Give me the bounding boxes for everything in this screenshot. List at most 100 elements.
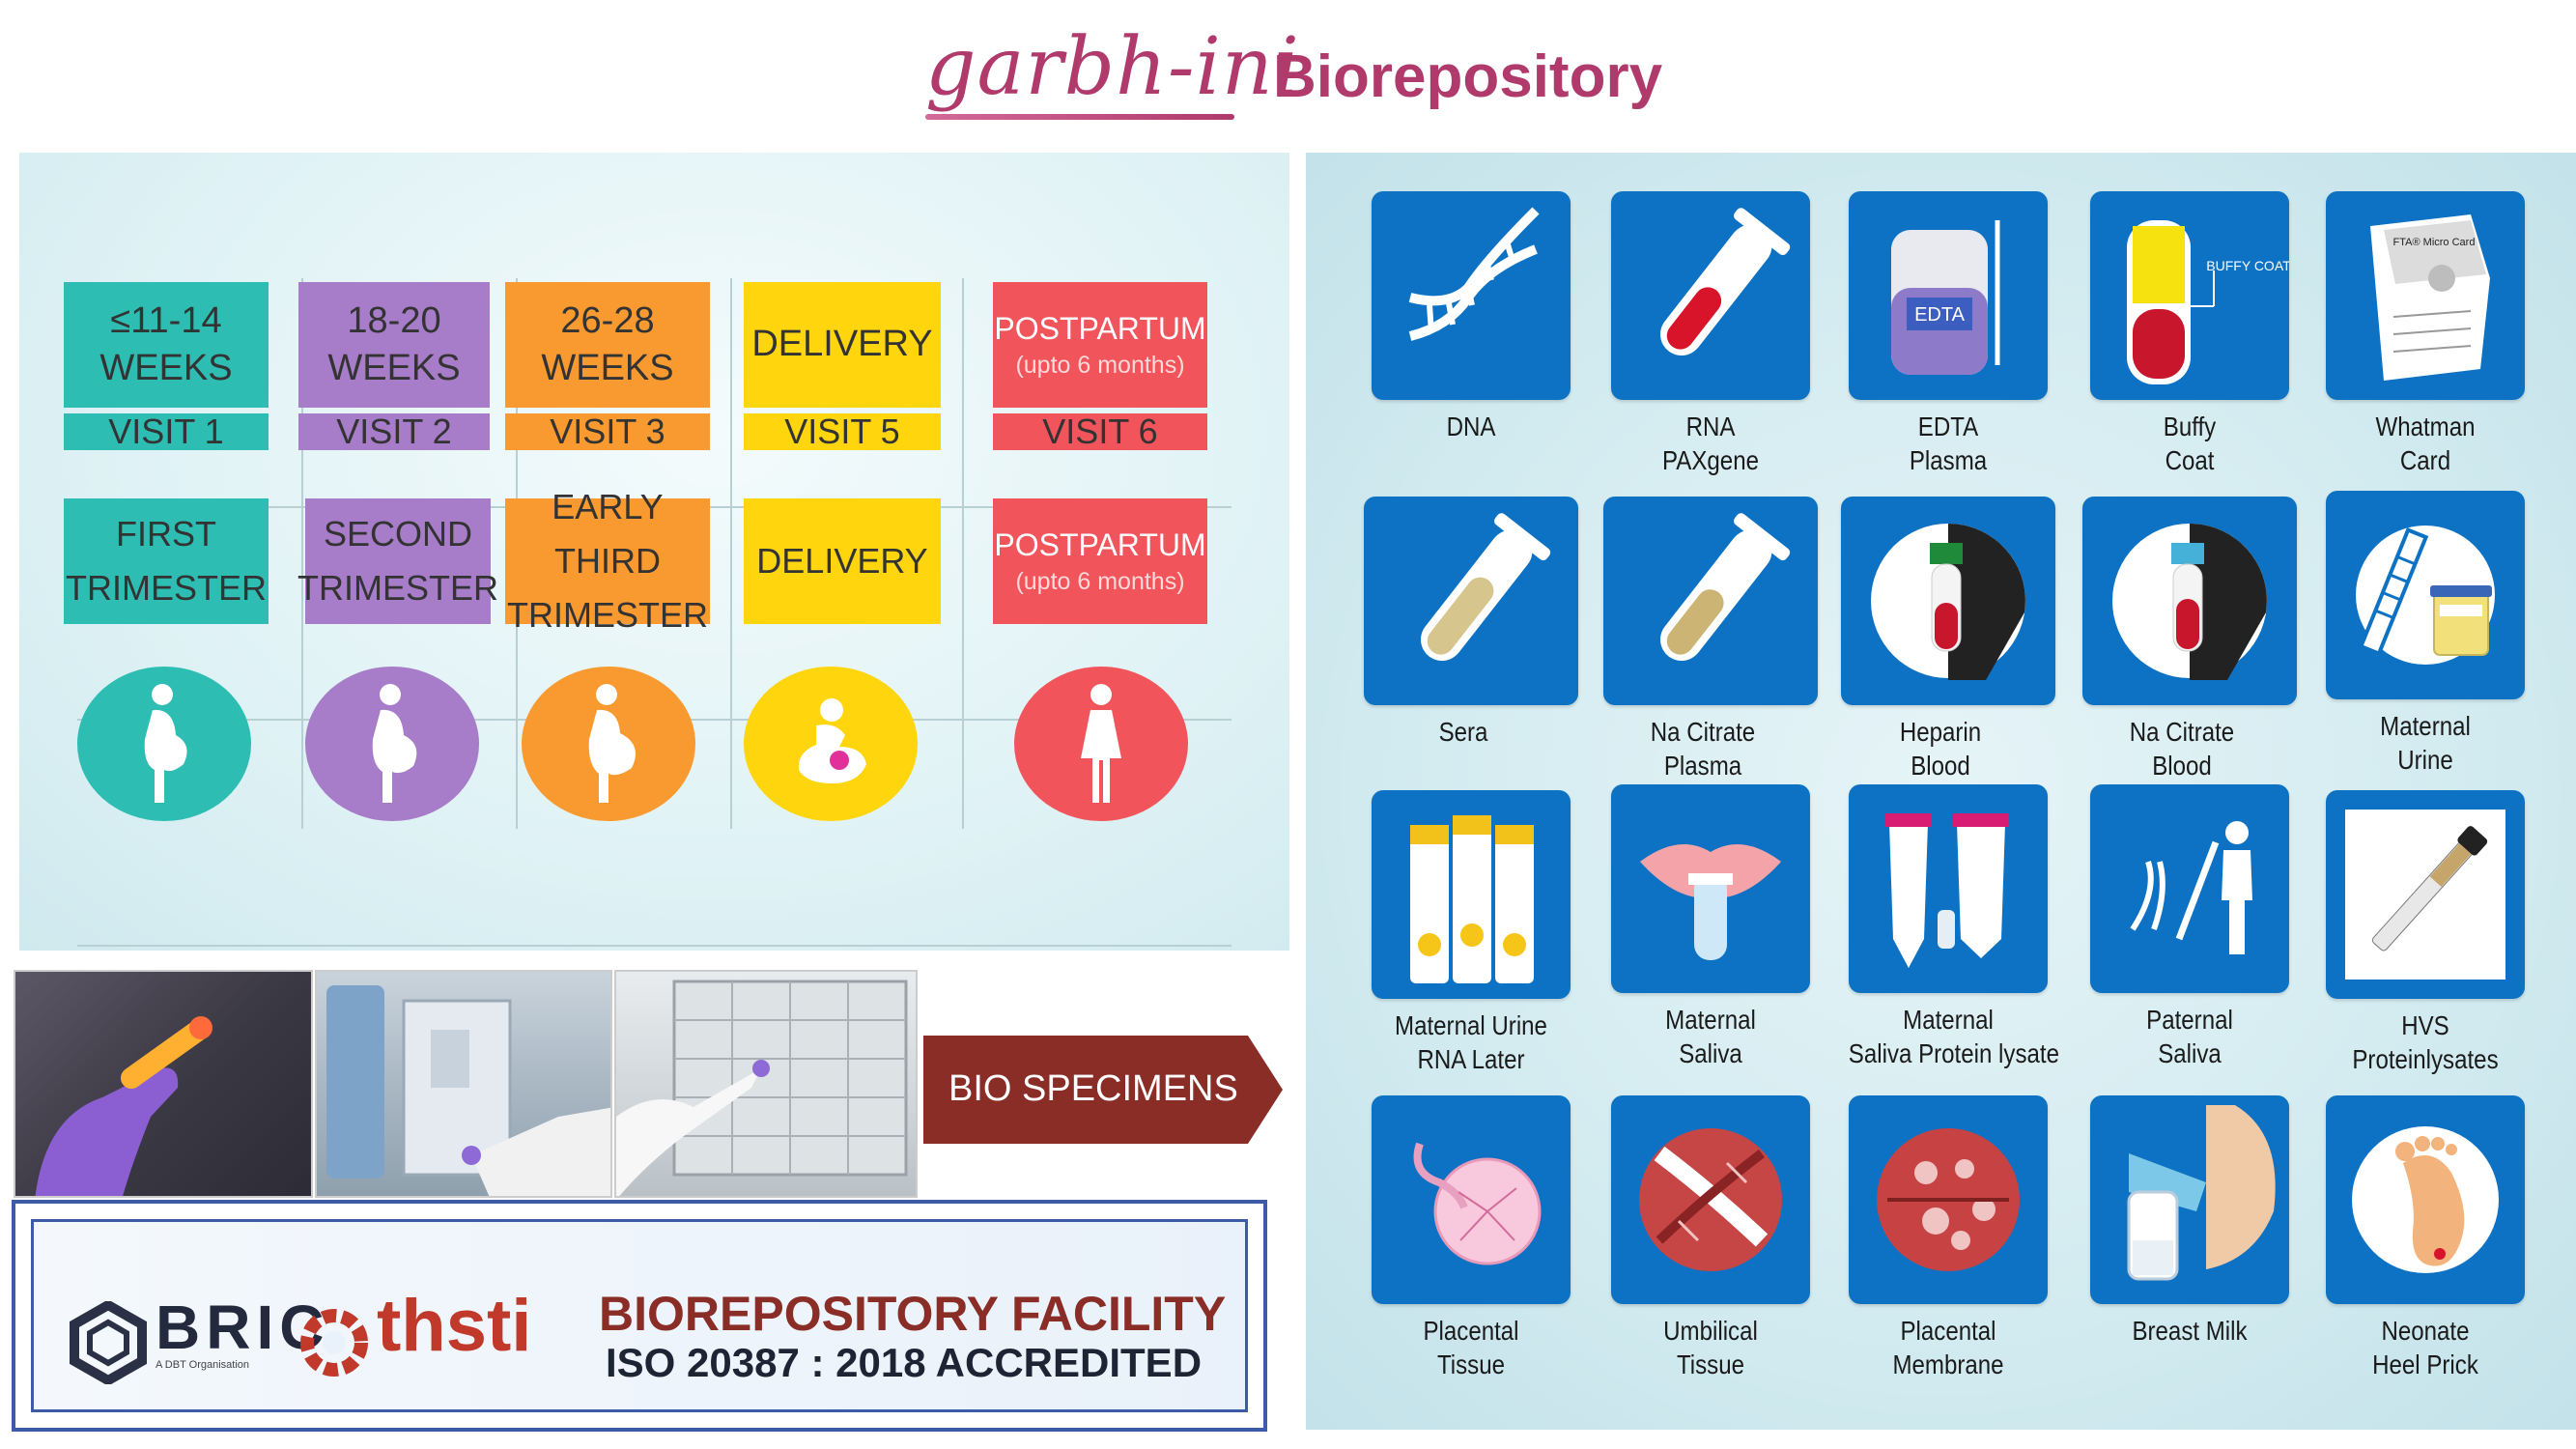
label-line: Tissue: [1676, 1350, 1745, 1379]
specimen-label: HVS Proteinlysates: [2326, 1009, 2525, 1076]
whatman-card-tag: FTA® Micro Card: [2393, 237, 2476, 248]
label-line: Plasma: [1663, 751, 1742, 781]
stage-unit: TRIMESTER: [65, 568, 267, 608]
label-line: Coat: [2165, 445, 2215, 475]
label-line: Placental: [1900, 1316, 1996, 1346]
label-line: HVS: [2401, 1010, 2449, 1040]
grid-divider: [77, 945, 1231, 947]
label-line: Saliva: [2158, 1038, 2222, 1068]
buffy-coat-tube-icon: BUFFY COAT: [2090, 191, 2289, 400]
bio-specimens-label: BIO SPECIMENS: [948, 1068, 1238, 1109]
specimen-label: Breast Milk: [2090, 1314, 2289, 1348]
grid-divider: [730, 278, 732, 829]
stage-name: EARLY THIRD: [552, 487, 664, 582]
label-line: Blood: [1911, 751, 1970, 781]
facility-title: BIOREPOSITORY FACILITY: [599, 1287, 1227, 1341]
weeks-note: (upto 6 months): [1015, 351, 1185, 379]
label-line: Breast Milk: [2132, 1316, 2248, 1346]
label-line: Buffy: [2163, 412, 2217, 441]
test-tube-red-icon: [1611, 191, 1810, 400]
test-tube-citrate-icon: [1603, 497, 1818, 705]
stage-early-third-trimester: EARLY THIRD TRIMESTER: [505, 487, 710, 635]
label-line: DNA: [1446, 412, 1496, 441]
paternal-dna-icon: [2090, 784, 2289, 993]
weeks-range: ≤11-14: [110, 299, 222, 341]
photo-sample-vial: [14, 970, 313, 1198]
label-line: Sera: [1438, 717, 1488, 747]
label-line: RNA Later: [1417, 1044, 1525, 1074]
specimen-dna: DNA: [1372, 191, 1574, 443]
visit-2-weeks: 18-20 WEEKS: [298, 282, 490, 408]
label-line: Maternal: [1665, 1005, 1756, 1035]
stage-delivery: DELIVERY: [744, 498, 941, 624]
label-line: RNA: [1685, 412, 1736, 441]
visit-6-label: VISIT 6: [993, 413, 1207, 450]
citrate-blood-tube-icon: [2082, 497, 2297, 705]
label-line: Placental: [1423, 1316, 1519, 1346]
label-line: Membrane: [1892, 1350, 2004, 1379]
rna-later-tubes-icon: [1372, 790, 1571, 999]
label-line: Blood: [2152, 751, 2212, 781]
baby-foot-icon: [2326, 1095, 2525, 1304]
buffy-coat-tag: BUFFY COAT: [2206, 258, 2289, 273]
label-line: Urine: [2397, 745, 2453, 775]
weeks-range: 18-20: [347, 299, 441, 341]
specimen-label: DNA: [1372, 410, 1571, 443]
weeks-label: DELIVERY: [751, 324, 933, 365]
weeks-label: POSTPARTUM: [994, 310, 1206, 346]
specimen-hvs-proteinlysates: HVS Proteinlysates: [2326, 790, 2529, 1076]
label-line: Tissue: [1436, 1350, 1506, 1379]
facility-inner-frame: BRIC A DBT Organisation thsti BIOREPOSIT…: [31, 1219, 1248, 1412]
placental-membrane-icon: [1849, 1095, 2048, 1304]
specimen-sera: Sera: [1364, 497, 1578, 749]
grid-divider: [962, 278, 964, 829]
label-line: Plasma: [1909, 445, 1988, 475]
visit-schedule-panel: ≤11-14 WEEKS VISIT 1 18-20 WEEKS VISIT 2…: [19, 153, 1289, 951]
lips-saliva-icon: [1611, 784, 1810, 993]
label-line: Neonate: [2381, 1316, 2470, 1346]
label-line: Na Citrate: [2129, 717, 2235, 747]
weeks-unit: WEEKS: [99, 348, 233, 388]
label-line: Saliva: [1679, 1038, 1742, 1068]
visit-1-weeks: ≤11-14 WEEKS: [64, 282, 269, 408]
bric-logo-icon: [70, 1301, 147, 1384]
visit-5-weeks: DELIVERY: [744, 282, 941, 408]
visit-3-label: VISIT 3: [505, 413, 710, 450]
pregnant-woman-icon: [522, 667, 695, 821]
thsti-logo-icon: [300, 1309, 368, 1377]
brand-logo-text: garbh-ini: [925, 21, 1300, 113]
mother-baby-icon: [744, 667, 918, 821]
weeks-range: 26-28: [560, 299, 655, 341]
label-line: Paternal: [2146, 1005, 2233, 1035]
visit-6-weeks: POSTPARTUM (upto 6 months): [993, 282, 1207, 408]
label-line: Maternal: [2380, 711, 2471, 741]
stage-name: DELIVERY: [756, 541, 928, 582]
whatman-card-icon: FTA® Micro Card: [2326, 191, 2525, 400]
bric-logo: BRIC: [156, 1293, 330, 1362]
label-line: Card: [2399, 445, 2451, 475]
garbhini-logo: garbh-ini: [925, 21, 1300, 120]
label-line: Proteinlysates: [2352, 1044, 2499, 1074]
stage-name: SECOND: [323, 514, 473, 554]
swab-icon: [2326, 790, 2525, 999]
test-tube-sera-icon: [1364, 497, 1578, 705]
grid-divider: [301, 278, 303, 829]
stage-note: (upto 6 months): [1015, 567, 1185, 595]
